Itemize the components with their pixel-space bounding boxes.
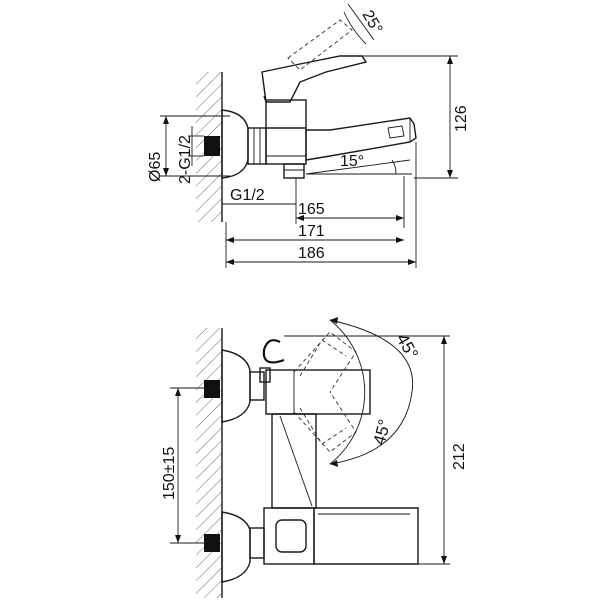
- bottom-view: 45° 45° 212 150±15: [161, 317, 468, 598]
- angle-15-label: 15°: [340, 153, 364, 170]
- angle-15-marks: 15°: [305, 153, 412, 175]
- angle-45-up-label: 45°: [393, 331, 422, 363]
- spout-top: [305, 117, 417, 161]
- rosette-lower: [204, 511, 265, 583]
- height-126-label: 126: [453, 105, 470, 132]
- diameter-65-label: Ø65: [147, 152, 164, 182]
- rosette-upper: [204, 349, 265, 423]
- dim-212: 212: [284, 335, 468, 565]
- wall-bottom: [196, 328, 223, 598]
- top-view: 25° 15° 126 Ø65: [147, 3, 470, 268]
- dim-left-top: Ø65 2-G1/2: [147, 115, 230, 184]
- angle-25-marks: 25°: [343, 3, 386, 45]
- angle-45-down-label: 45°: [370, 417, 395, 447]
- rotation-arc: 45° 45°: [329, 317, 422, 467]
- len-186-label: 186: [298, 245, 325, 262]
- dim-126: 126: [362, 55, 470, 179]
- outlet-thread-label: G1/2: [230, 187, 265, 204]
- len-171-label: 171: [298, 223, 325, 240]
- angle-25-label: 25°: [359, 8, 386, 37]
- dim-bottom-top: G1/2 165 171 186: [222, 142, 417, 268]
- len-165-label: 165: [298, 201, 325, 218]
- center-distance-label: 150±15: [161, 447, 178, 500]
- connections-label: 2-G1/2: [177, 135, 194, 184]
- faucet-body-top: [247, 99, 307, 179]
- body-bottom: [263, 413, 419, 565]
- lever-head: [265, 331, 371, 453]
- height-212-label: 212: [451, 443, 468, 470]
- dim-150: 150±15: [161, 387, 206, 544]
- lever-top: [261, 19, 368, 103]
- shower-hook: [259, 339, 285, 383]
